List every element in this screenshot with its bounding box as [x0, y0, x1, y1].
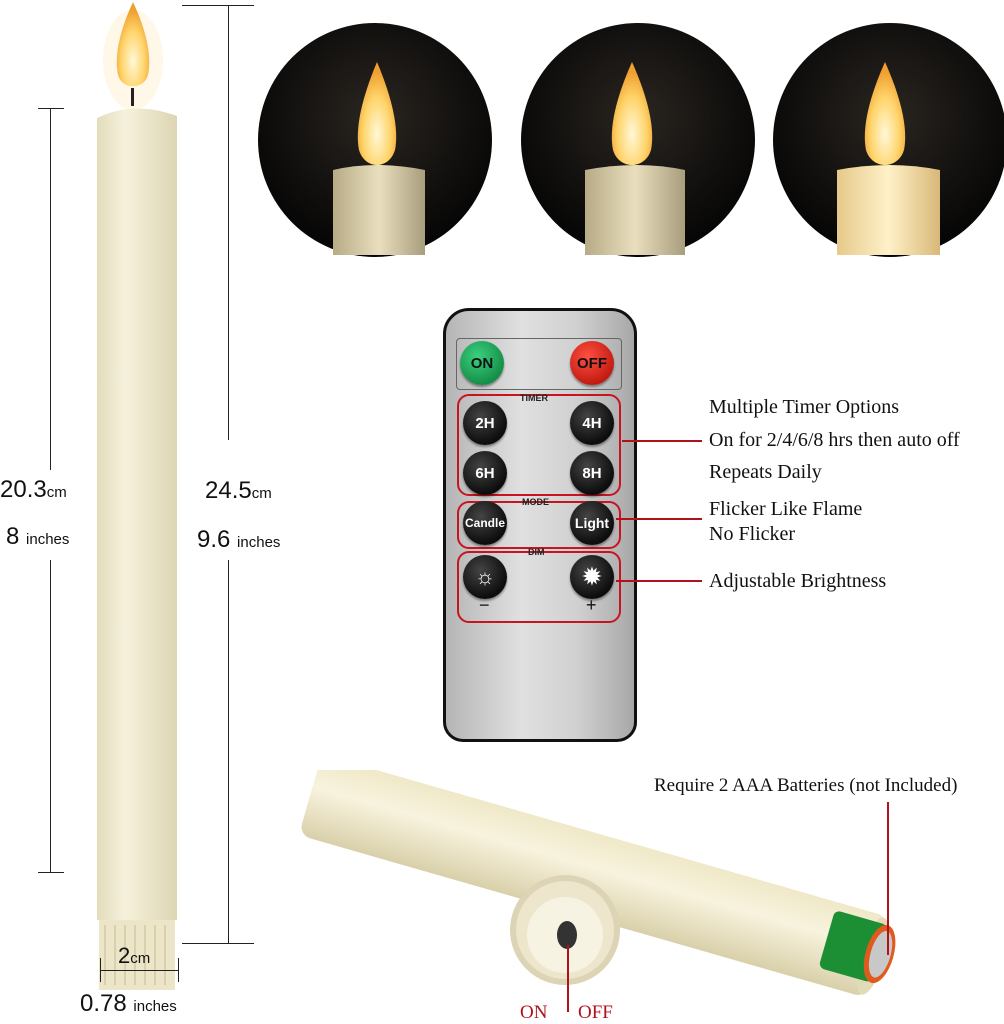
- flame-bright-image: [773, 23, 1004, 257]
- timer-8h-button[interactable]: 8H: [570, 451, 614, 495]
- dim-callout: Adjustable Brightness: [709, 570, 887, 592]
- dim-callout-line: [616, 580, 702, 582]
- sun-outline-icon: ☼: [474, 564, 496, 589]
- mode-callout-line: [616, 518, 702, 520]
- remote-control: ON OFF TIMER 2H 4H 6H 8H MODE Candle Lig…: [443, 308, 637, 742]
- mode-highlight: [457, 501, 621, 549]
- switch-off-label: OFF: [578, 1002, 613, 1023]
- switch-callout-line: [567, 945, 569, 1012]
- plus-label: +: [586, 595, 597, 615]
- battery-callout-line: [887, 802, 889, 955]
- flame-dim-image: [258, 23, 492, 257]
- timer-callout-repeat: Repeats Daily: [709, 461, 822, 483]
- total-height-in: 9.6 inches: [197, 526, 281, 553]
- switch-on-label: ON: [520, 1002, 548, 1023]
- light-mode-button[interactable]: Light: [570, 501, 614, 545]
- dim-tick: [38, 108, 64, 109]
- battery: [819, 911, 896, 984]
- on-button[interactable]: ON: [460, 341, 504, 385]
- power-switch: [557, 921, 577, 949]
- candle-image: [97, 2, 177, 990]
- dim-up-button[interactable]: ✹: [570, 555, 614, 599]
- diameter-cm: 2cm: [118, 943, 151, 968]
- diameter-in: 0.78 inches: [80, 990, 177, 1017]
- dim-tick: [182, 5, 254, 6]
- timer-callout-line: [622, 440, 702, 442]
- mode-callout-candle: Flicker Like Flame: [709, 498, 863, 520]
- candle-battery-image: [301, 770, 896, 995]
- off-button[interactable]: OFF: [570, 341, 614, 385]
- timer-highlight: [457, 394, 621, 496]
- candle-height-cm: 20.3cm: [0, 476, 67, 503]
- timer-callout-title: Multiple Timer Options: [709, 396, 900, 418]
- timer-section-label: TIMER: [520, 393, 548, 403]
- candle-mode-button[interactable]: Candle: [463, 501, 507, 545]
- width-dimension-line: [100, 970, 178, 971]
- dim-tick: [182, 943, 254, 944]
- dim-tick: [38, 872, 64, 873]
- candle-height-in: 8 inches: [6, 523, 70, 550]
- timer-callout-detail: On for 2/4/6/8 hrs then auto off: [709, 429, 960, 451]
- mode-section-label: MODE: [522, 497, 549, 507]
- timer-6h-button[interactable]: 6H: [463, 451, 507, 495]
- timer-2h-button[interactable]: 2H: [463, 401, 507, 445]
- dim-highlight: [457, 551, 621, 623]
- battery-callout: Require 2 AAA Batteries (not Included): [654, 775, 958, 796]
- minus-label: −: [479, 595, 490, 615]
- total-height-cm: 24.5cm: [205, 477, 272, 504]
- timer-4h-button[interactable]: 4H: [570, 401, 614, 445]
- mode-callout-light: No Flicker: [709, 523, 796, 545]
- flame-brightness-images: [258, 23, 1004, 257]
- dim-down-button[interactable]: ☼: [463, 555, 507, 599]
- dim-section-label: DIM: [528, 547, 545, 557]
- flame-medium-image: [521, 23, 755, 257]
- sun-filled-icon: ✹: [582, 564, 602, 589]
